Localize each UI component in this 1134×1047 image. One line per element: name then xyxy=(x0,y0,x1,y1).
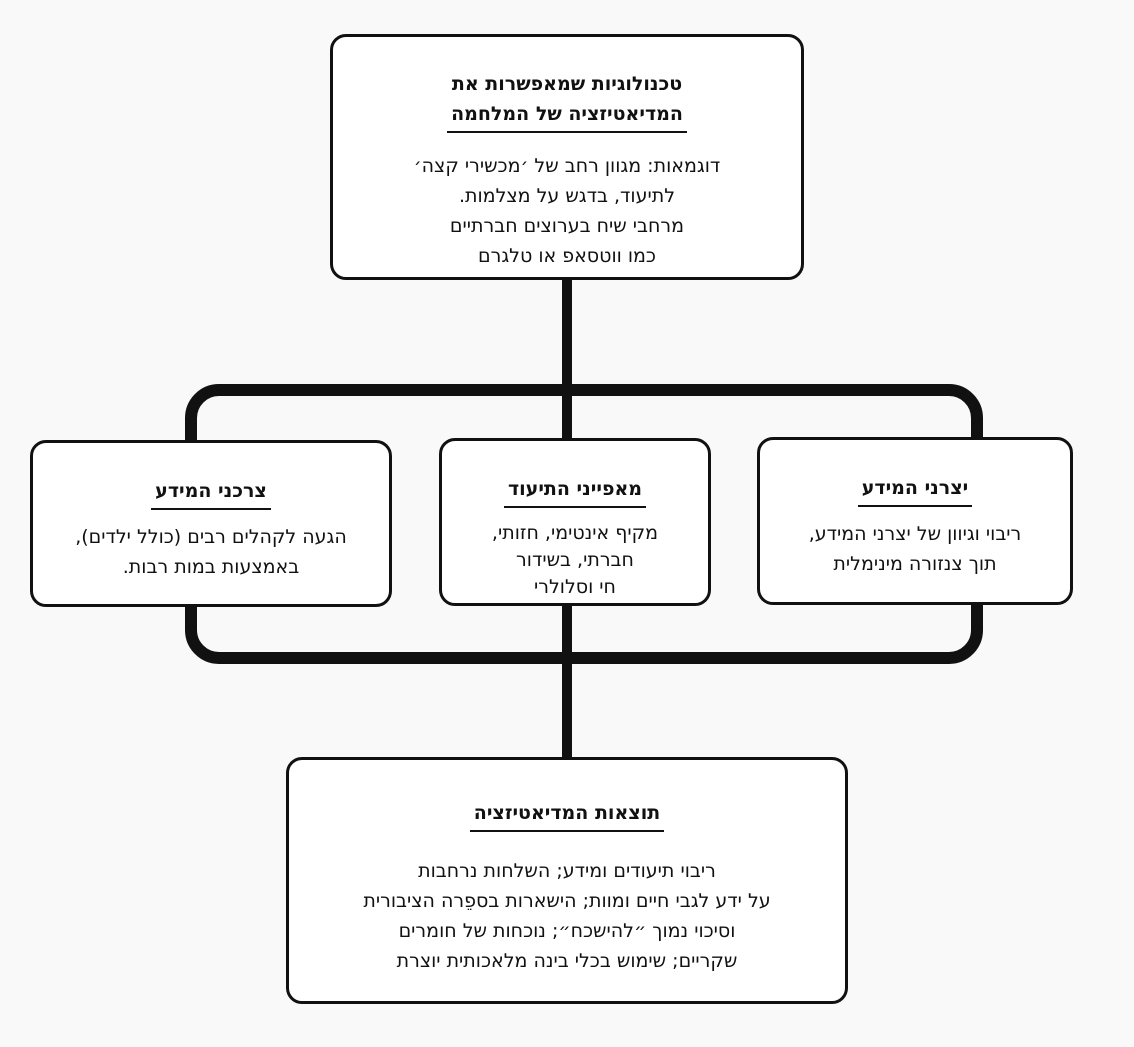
information-consumers-box: צרכני המידע הגעה לקהלים רבים (כולל ילדים… xyxy=(30,440,392,607)
documentation-features-body-line: חי וסלולרי xyxy=(534,576,616,598)
information-producers-body-line: ריבוי וגיוון של יצרני המידע, xyxy=(808,523,1022,545)
information-producers-box: יצרני המידע ריבוי וגיוון של יצרני המידע,… xyxy=(757,437,1073,605)
documentation-features-body: מקיף אינטימי, חזותי, חברתי, בשידור חי וס… xyxy=(442,520,708,601)
information-consumers-body-line: הגעה לקהלים רבים (כולל ילדים), xyxy=(75,526,347,548)
information-consumers-title: צרכני המידע xyxy=(151,476,271,510)
mediatization-outcomes-body-line: ריבוי תיעודים ומידע; השלחות נרחבות xyxy=(418,860,716,882)
technologies-body: דוגמאות: מגוון רחב של ׳מכשירי קצה׳ לתיעו… xyxy=(333,151,801,271)
information-producers-body-line: תוך צנזורה מינימלית xyxy=(833,553,997,575)
technologies-body-line: כמו ווטסאפ או טלגרם xyxy=(478,245,656,267)
technologies-body-line: דוגמאות: מגוון רחב של ׳מכשירי קצה׳ xyxy=(413,155,721,177)
documentation-features-body-line: מקיף אינטימי, חזותי, xyxy=(491,522,659,544)
mediatization-outcomes-title: תוצאות המדיאטיזציה xyxy=(469,798,665,832)
technologies-box: טכנולוגיות שמאפשרות את המדיאטיזציה של המ… xyxy=(330,34,804,280)
information-producers-body: ריבוי וגיוון של יצרני המידע, תוך צנזורה … xyxy=(760,519,1070,579)
documentation-features-title: מאפייני התיעוד xyxy=(503,474,647,508)
technologies-body-line: לתיעוד, בדגש על מצלמות. xyxy=(458,185,676,207)
technologies-body-line: מרחבי שיח בערוצים חברתיים xyxy=(449,215,685,237)
mediatization-outcomes-box: תוצאות המדיאטיזציה ריבוי תיעודים ומידע; … xyxy=(286,757,848,1004)
documentation-features-box: מאפייני התיעוד מקיף אינטימי, חזותי, חברת… xyxy=(439,438,711,606)
information-consumers-body: הגעה לקהלים רבים (כולל ילדים), באמצעות ב… xyxy=(33,522,389,582)
information-producers-title: יצרני המידע xyxy=(857,473,973,507)
documentation-features-body-line: חברתי, בשידור xyxy=(516,549,634,571)
mediatization-outcomes-body-line: וסיכוי נמוך ״להישכח״; נוכחות של חומרים xyxy=(398,920,736,942)
mediatization-outcomes-body-line: שקריים; שימוש בכלי בינה מלאכותית יוצרת xyxy=(396,950,738,972)
mediatization-outcomes-body: ריבוי תיעודים ומידע; השלחות נרחבות על יד… xyxy=(289,856,845,976)
technologies-title-line1: טכנולוגיות שמאפשרות את xyxy=(451,73,683,95)
mediatization-outcomes-body-line: על ידע לגבי חיים ומוות; הישארות בספֵרה ה… xyxy=(363,890,771,912)
information-consumers-body-line: באמצעות במות רבות. xyxy=(122,556,300,578)
technologies-title-line2: המדיאטיזציה של המלחמה xyxy=(447,99,687,133)
